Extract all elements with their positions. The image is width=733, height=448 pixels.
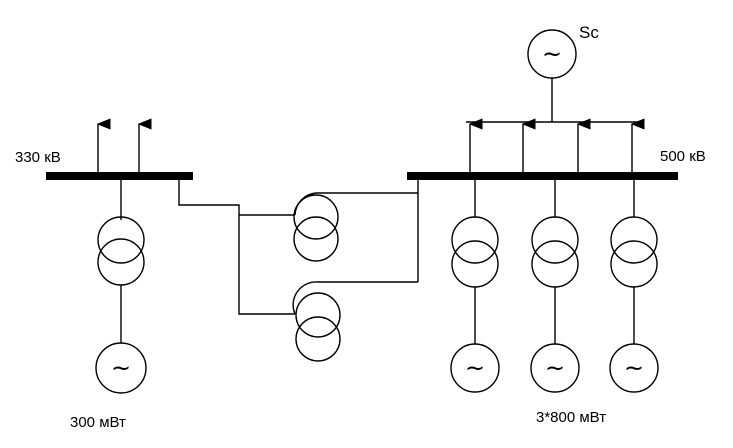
right-generator-3-icon: ~: [609, 343, 659, 393]
left-generator-rating: 300 мВт: [70, 414, 126, 431]
right-generator-branch-3: ~: [609, 180, 659, 393]
svg-text:~: ~: [465, 354, 485, 382]
left-transformer-icon: [97, 216, 145, 286]
svg-text:~: ~: [111, 354, 131, 382]
right-generator-1-icon: ~: [450, 343, 500, 393]
right-generator-branch-2: ~: [530, 180, 580, 393]
right-transformer-2-icon: [531, 216, 579, 288]
bus-330-label: 330 кВ: [15, 149, 61, 166]
bus-500kv: [407, 172, 678, 180]
right-generator-2-icon: ~: [530, 343, 580, 393]
svg-text:~: ~: [545, 354, 565, 382]
left-generator-branch: ~: [95, 180, 147, 394]
bus-500-label: 500 кВ: [660, 148, 706, 165]
svg-text:~: ~: [542, 40, 562, 68]
system-sc: ~: [466, 29, 645, 172]
svg-text:~: ~: [624, 354, 644, 382]
outgoing-lines-330: [96, 118, 152, 172]
left-generator-icon: ~: [95, 342, 147, 394]
autotransformer-lower-icon: [292, 281, 341, 362]
bus-330kv: [46, 172, 193, 180]
right-generator-branch-1: ~: [450, 180, 500, 393]
right-transformer-3-icon: [610, 216, 658, 288]
bus-tie: [178, 180, 419, 362]
autotransformer-upper-icon: [293, 192, 339, 262]
right-generators-rating: 3*800 мВт: [536, 409, 606, 426]
system-generator-icon: ~: [527, 29, 577, 79]
right-transformer-1-icon: [451, 216, 499, 288]
system-sc-label: Sc: [579, 23, 599, 42]
